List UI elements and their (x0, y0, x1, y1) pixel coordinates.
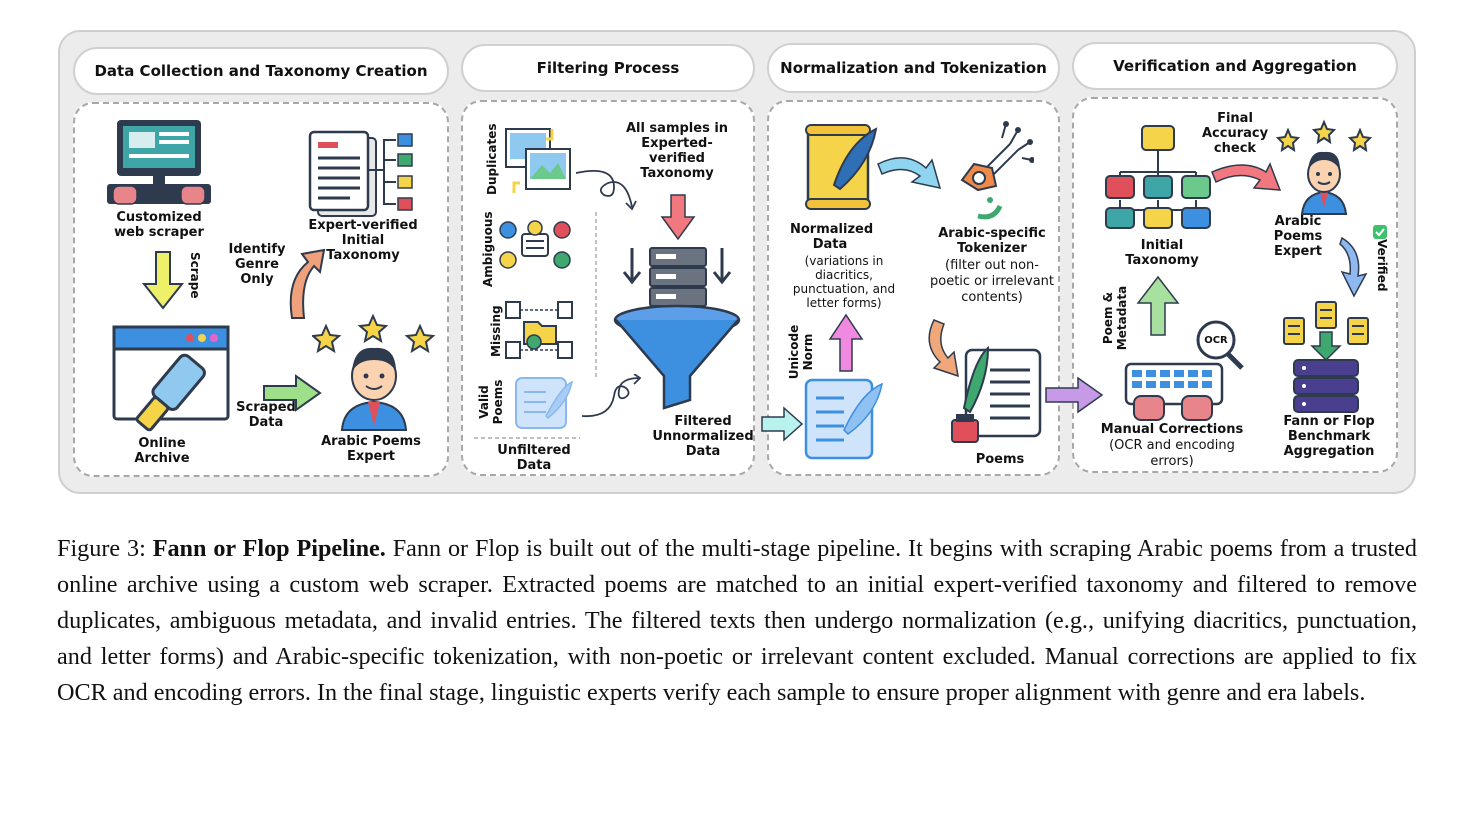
ocr-keyboard-icon (1124, 320, 1244, 421)
curved-arrow-icon-2 (581, 374, 642, 418)
label-duplicates: Duplicates (485, 123, 499, 195)
taxonomy-document-icon (308, 130, 413, 217)
missing-folder-icon (505, 301, 573, 359)
label-all-samples: All samples in Experted-verified Taxonom… (625, 121, 729, 181)
verified-check-icon (1373, 225, 1387, 239)
label-filtered-unnormalized: Filtered Unnormalized Data (652, 414, 754, 459)
stage-header-verification: Verification and Aggregation (1072, 42, 1398, 90)
label-scrape: Scrape (188, 252, 202, 299)
dashed-guide-icon (474, 212, 597, 439)
figure-caption: Figure 3: Fann or Flop Pipeline. Fann or… (57, 531, 1417, 711)
taxonomy-tree-icon (1105, 125, 1211, 229)
caption-prefix: Figure 3: (57, 535, 153, 562)
caption-title: Fann or Flop Pipeline. (152, 535, 386, 562)
normalized-scroll-icon (805, 124, 878, 210)
label-manual-note: (OCR and encoding errors) (1109, 438, 1235, 469)
label-verified: Verified (1375, 239, 1389, 292)
tokenizer-icon (960, 121, 1034, 220)
expert-person-icon (312, 314, 436, 431)
ocr-label: OCR (1204, 335, 1228, 346)
label-final-accuracy: Final Accuracy check (1202, 111, 1269, 156)
label-scraped-data: Scraped Data (236, 400, 296, 430)
label-poems: Poems (975, 452, 1025, 467)
pink-up-arrow-icon (828, 313, 864, 372)
purple-right-arrow-icon (1045, 376, 1104, 414)
ambiguous-flow-icon (499, 220, 571, 269)
label-unfiltered-data: Unfiltered Data (497, 443, 571, 473)
label-expert-verified-taxonomy: Expert-verified Initial Taxonomy (308, 218, 418, 263)
label-arabic-poems-expert: Arabic Poems Expert (321, 434, 421, 464)
label-tokenizer: Arabic-specific Tokenizer (938, 226, 1046, 256)
online-archive-icon (112, 325, 230, 432)
up-right-arrow-icon (289, 248, 326, 319)
blue-curved-arrow-icon (877, 157, 942, 189)
curved-arrow-icon (575, 169, 637, 211)
valid-poem-scroll-icon (515, 377, 574, 429)
red-curved-arrow-icon (1211, 162, 1282, 191)
caption-body: Fann or Flop is built out of the multi-s… (57, 535, 1418, 706)
label-initial-taxonomy: Initial Taxonomy (1125, 238, 1199, 268)
label-online-archive: Online Archive (134, 436, 190, 466)
red-down-arrow-icon (660, 194, 696, 241)
green-up-arrow-icon (1136, 275, 1180, 336)
label-normalized-data: Normalized Data (790, 222, 874, 252)
poems-scroll-icon (951, 345, 1042, 443)
scrape-down-arrow-icon (141, 251, 185, 310)
expert-person-icon-2 (1276, 119, 1373, 215)
computer-icon (107, 120, 211, 205)
scraped-right-arrow-icon (263, 374, 322, 412)
label-customized-scraper: Customized web scraper (114, 210, 204, 240)
label-benchmark: Fann or Flop Benchmark Aggregation (1283, 414, 1375, 459)
label-identify-genre: Identify Genre Only (228, 242, 286, 287)
stage-header-collection: Data Collection and Taxonomy Creation (73, 47, 449, 95)
benchmark-database-icon (1283, 301, 1369, 413)
input-scroll-icon (804, 378, 884, 460)
duplicates-images-icon (505, 128, 571, 193)
label-tokenizer-note: (filter out non-poetic or irrelevant con… (929, 258, 1054, 305)
filter-funnel-icon (613, 247, 741, 410)
label-normalized-note: (variations in diacritics, punctuation, … (792, 254, 896, 310)
orange-curved-arrow-icon (928, 319, 959, 378)
cyan-right-arrow-icon (761, 406, 804, 442)
label-manual-corrections: Manual Corrections (1100, 422, 1244, 437)
stage-header-filtering: Filtering Process (461, 44, 755, 92)
blue-curved-down-arrow-icon (1339, 236, 1368, 298)
stage-header-normalization: Normalization and Tokenization (767, 43, 1060, 93)
label-arabic-poems-expert-2: Arabic Poems Expert (1273, 214, 1323, 259)
